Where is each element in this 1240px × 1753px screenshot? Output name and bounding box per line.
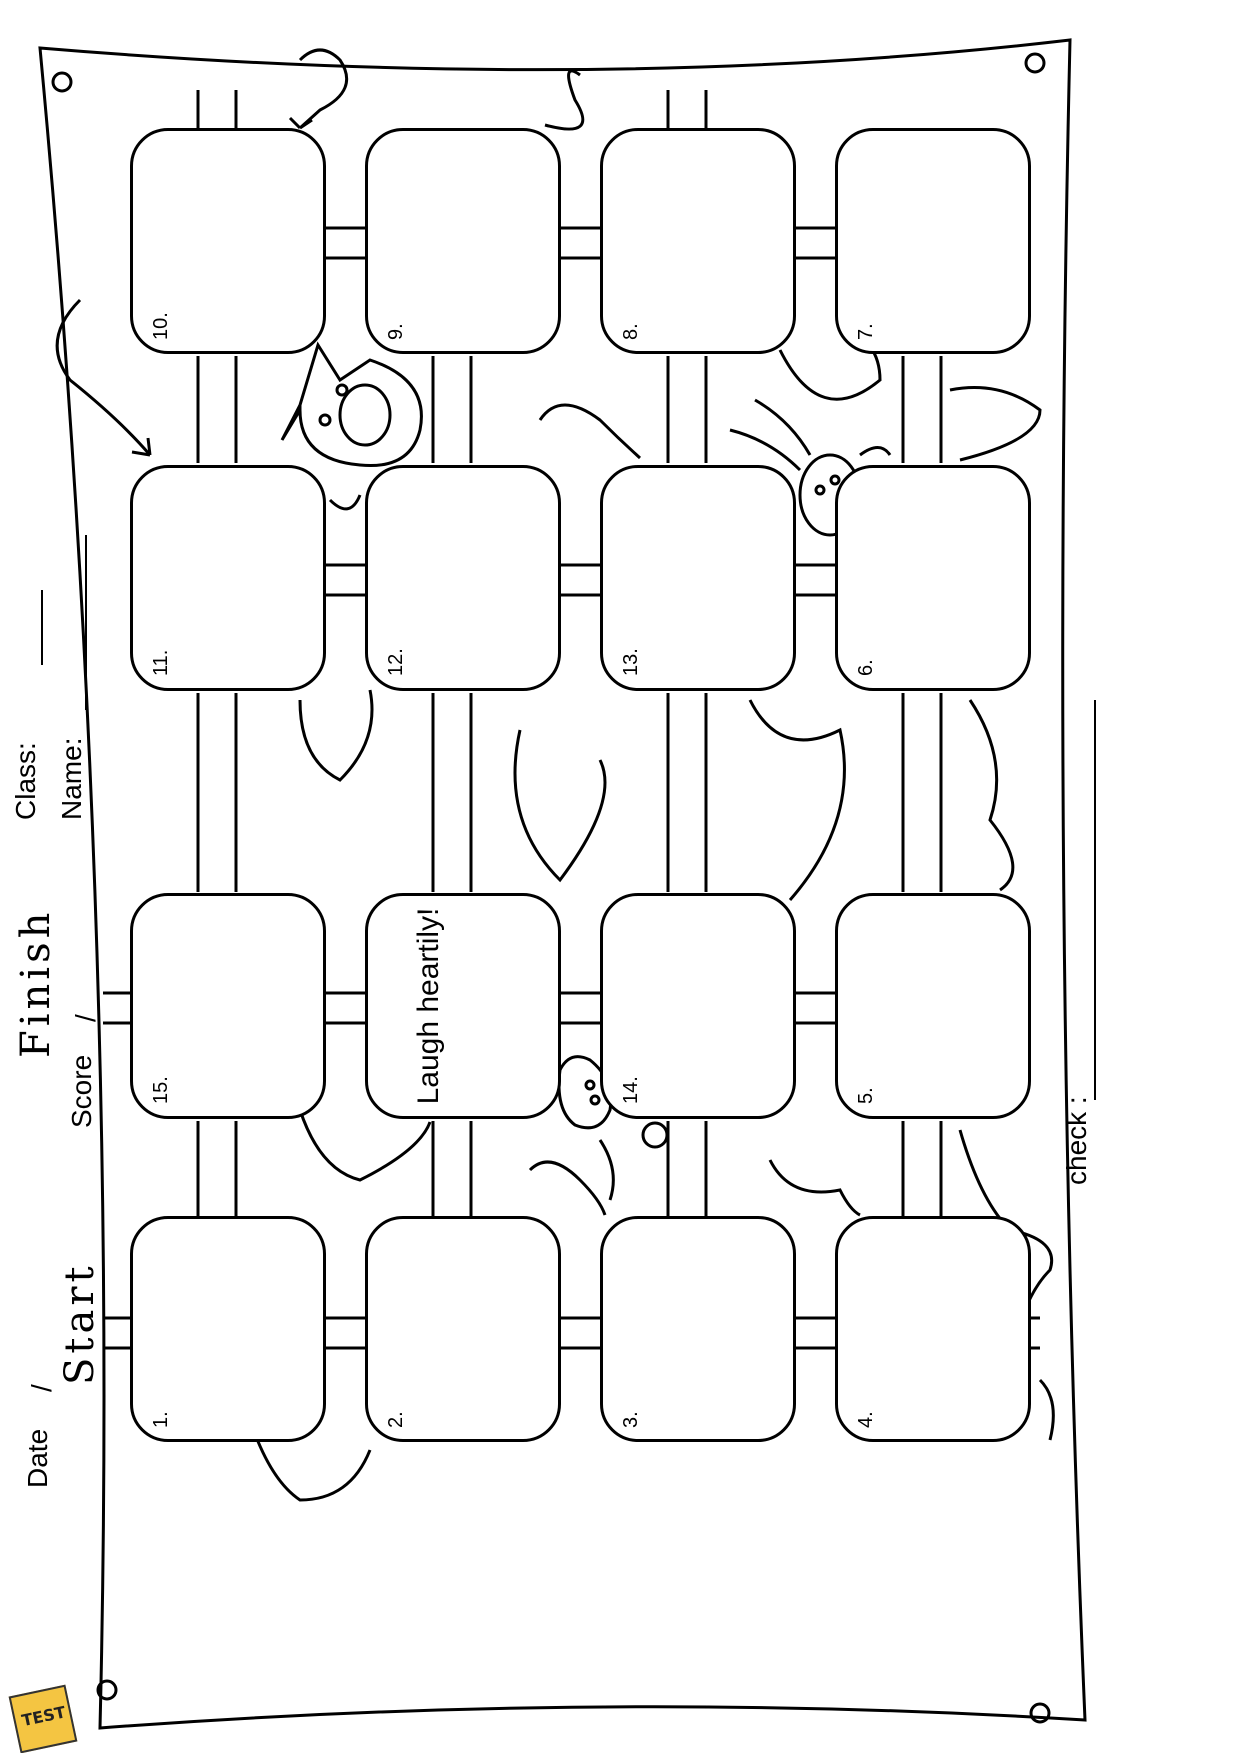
- score-separator: /: [70, 1014, 101, 1022]
- board-cell-4: [835, 1216, 1031, 1442]
- sheet-outline: [38, 38, 1087, 1730]
- cheshire-cat-illustration: [280, 341, 423, 511]
- cell-number: 9.: [385, 323, 407, 340]
- cell-number: 7.: [855, 323, 877, 340]
- answer-lines: [41, 535, 1096, 1100]
- name-label: Name:: [56, 737, 87, 820]
- date-label: Date: [22, 1428, 53, 1488]
- cell-number: 5.: [855, 1087, 877, 1104]
- pin-icons: [51, 52, 1051, 1724]
- board-cell-15: [130, 893, 326, 1119]
- cell-number: 8.: [620, 323, 642, 340]
- board-cell-13: [600, 465, 796, 691]
- cell-number: 1.: [150, 1411, 172, 1428]
- cell-number: 11.: [150, 649, 172, 676]
- board-cell-7: [835, 128, 1031, 354]
- cell-number: 6.: [855, 659, 877, 676]
- board-cell-12: [365, 465, 561, 691]
- cell-number: 12.: [385, 648, 407, 676]
- board-cell-6: [835, 465, 1031, 691]
- board-cell-laugh: [365, 893, 561, 1119]
- cell-number: 4.: [855, 1411, 877, 1428]
- board-cell-9: [365, 128, 561, 354]
- laugh-heartily-text: Laugh heartily!: [412, 907, 445, 1105]
- cell-number: 15.: [150, 1076, 172, 1104]
- board-cell-8: [600, 128, 796, 354]
- board-cell-10: [130, 128, 326, 354]
- cell-number: 3.: [620, 1411, 642, 1428]
- board-cell-5: [835, 893, 1031, 1119]
- check-label: check :: [1061, 1096, 1092, 1185]
- class-label: Class:: [10, 742, 41, 820]
- cell-number: 14.: [620, 1076, 642, 1104]
- cell-number: 10.: [150, 312, 172, 340]
- board-cell-2: [365, 1216, 561, 1442]
- small-cat-illustration: [557, 1055, 669, 1201]
- cell-number: 13.: [620, 648, 642, 676]
- date-separator: /: [26, 1384, 57, 1392]
- score-label: Score: [66, 1054, 97, 1128]
- start-label: Start: [57, 1262, 103, 1385]
- board-cell-11: [130, 465, 326, 691]
- arrow-doodles: [55, 48, 1055, 1502]
- board-cell-3: [600, 1216, 796, 1442]
- board-cell-1: [130, 1216, 326, 1442]
- cell-number: 2.: [385, 1411, 407, 1428]
- board-cell-14: [600, 893, 796, 1119]
- finish-label: Finish: [13, 908, 59, 1058]
- test-badge-icon: TEST: [8, 1684, 78, 1753]
